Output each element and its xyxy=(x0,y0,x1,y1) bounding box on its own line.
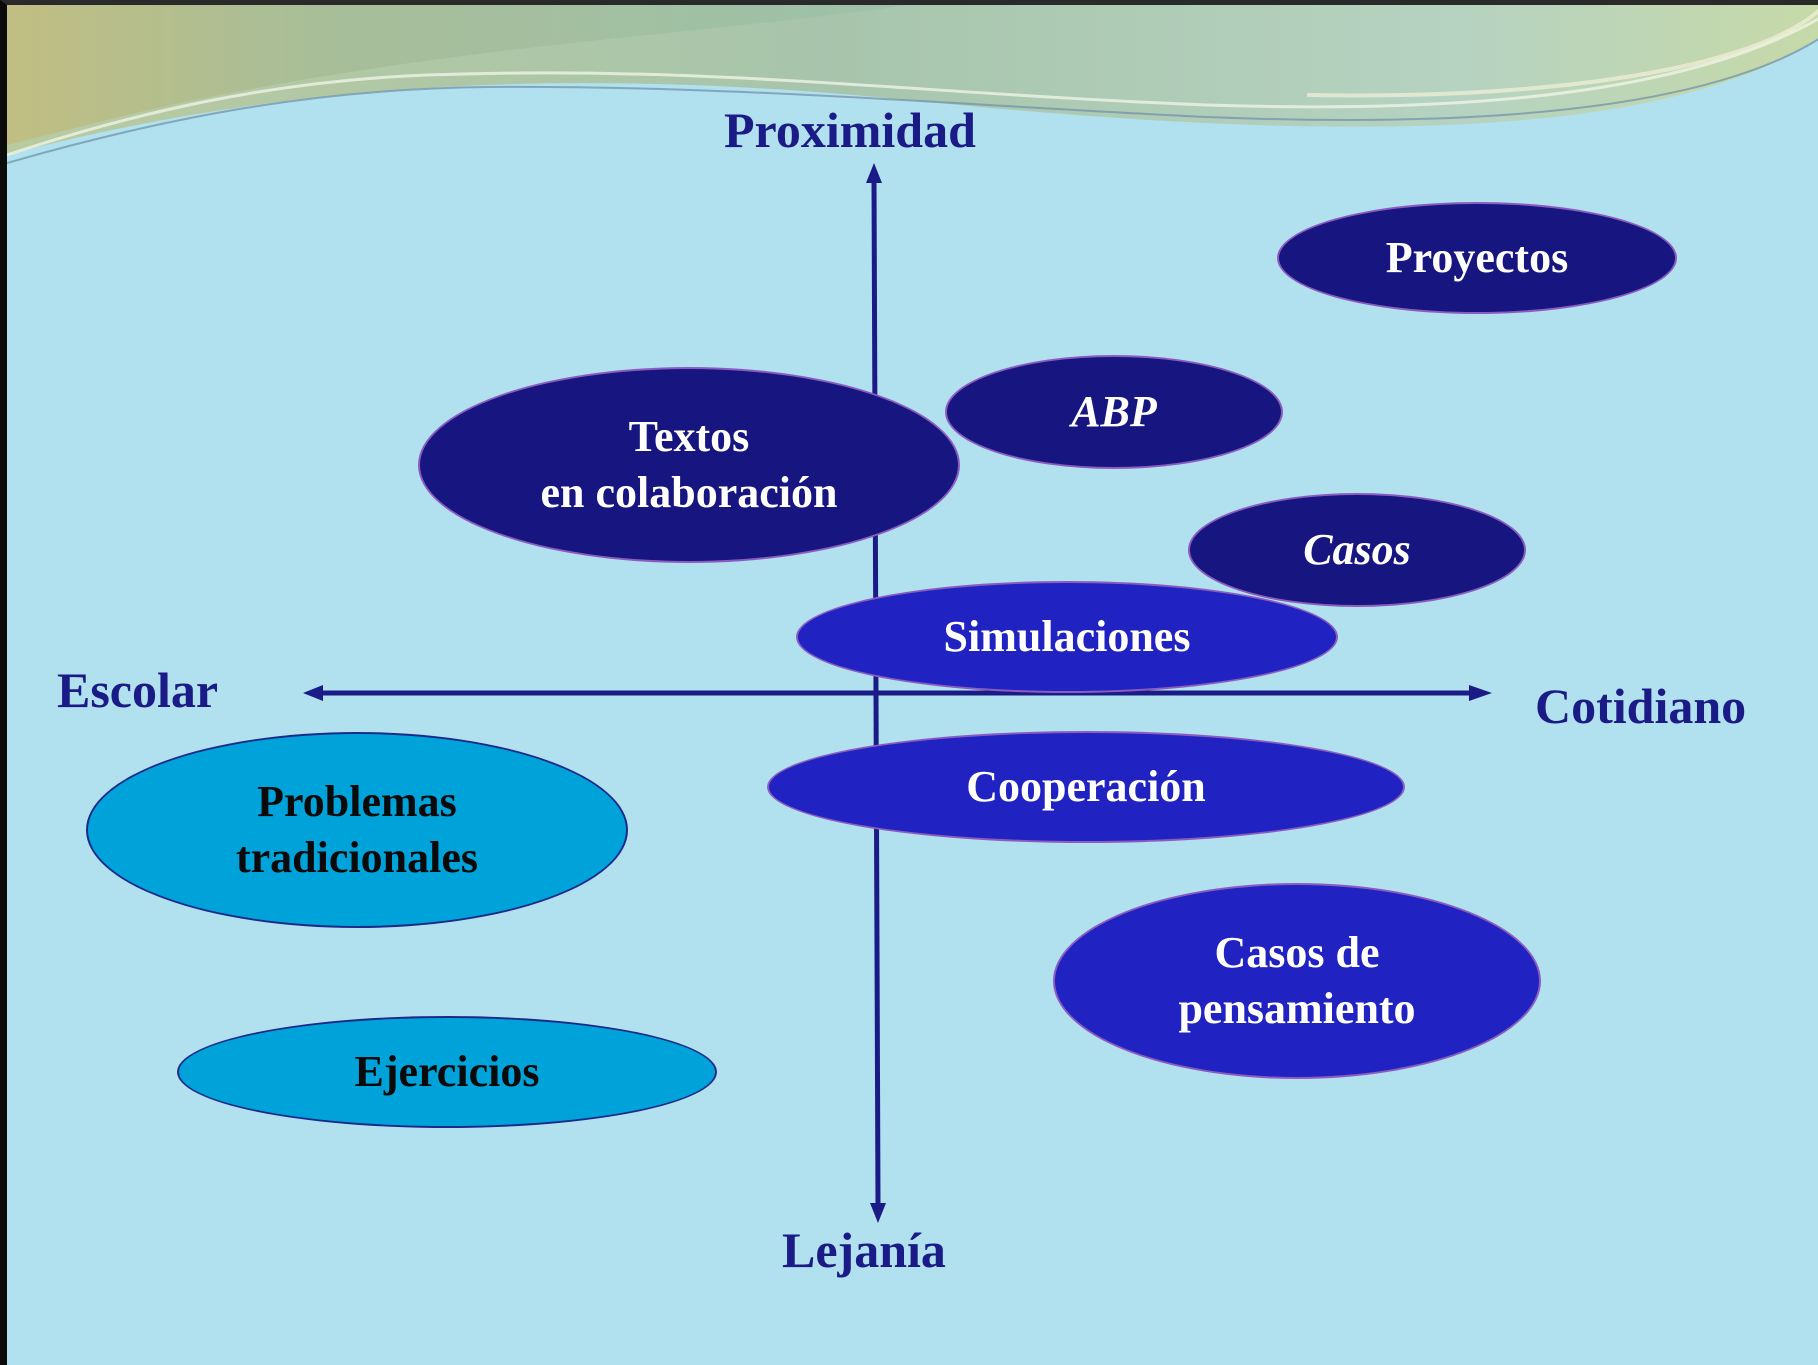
arrow-left-icon xyxy=(303,685,323,701)
bubble-casos-pensamiento-text: Casos de pensamiento xyxy=(1178,925,1415,1038)
bubble-problemas-line-1: Problemas xyxy=(257,776,457,826)
bubble-proyectos: Proyectos xyxy=(1277,202,1677,314)
bubble-textos-text: Textos en colaboración xyxy=(541,409,838,522)
bubble-problemas-line-2: tradicionales xyxy=(236,833,478,882)
bubble-proyectos-label: Proyectos xyxy=(1385,232,1569,282)
bubble-textos-en-colaboracion: Textos en colaboración xyxy=(418,367,960,563)
axis-label-bottom: Lejanía xyxy=(782,1222,946,1278)
bubble-cooperacion: Cooperación xyxy=(767,731,1405,843)
bubble-ejercicios: Ejercicios xyxy=(177,1016,717,1128)
bubble-ejercicios-label: Ejercicios xyxy=(354,1046,540,1096)
bubble-textos-line-2: en colaboración xyxy=(540,468,838,517)
axis-label-left: Escolar xyxy=(57,662,219,718)
bubble-casos-de-pensamiento: Casos de pensamiento xyxy=(1053,883,1541,1079)
bubble-cooperacion-label: Cooperación xyxy=(966,761,1206,811)
axis-label-top: Proximidad xyxy=(724,102,976,158)
bubble-problemas-tradicionales: Problemas tradicionales xyxy=(86,732,628,928)
bubble-casos-pensamiento-line-1: Casos de xyxy=(1214,927,1380,977)
bubble-problemas-text: Problemas tradicionales xyxy=(236,774,478,887)
arrow-down-icon xyxy=(870,1203,886,1223)
bubble-abp-label: ABP xyxy=(1071,386,1157,436)
bubble-simulaciones: Simulaciones xyxy=(796,581,1338,693)
bubble-casos-pensamiento-line-2: pensamiento xyxy=(1178,984,1416,1033)
bubble-abp: ABP xyxy=(945,355,1283,469)
axis-label-right: Cotidiano xyxy=(1535,678,1747,734)
wave-banner xyxy=(7,5,1818,164)
axes xyxy=(303,163,1492,1223)
arrow-up-icon xyxy=(866,163,882,183)
bubble-casos: Casos xyxy=(1188,493,1526,607)
bubble-casos-label: Casos xyxy=(1303,524,1411,574)
bubble-simulaciones-label: Simulaciones xyxy=(943,611,1191,661)
bubble-textos-line-1: Textos xyxy=(628,411,750,461)
arrow-right-icon xyxy=(1469,685,1492,701)
